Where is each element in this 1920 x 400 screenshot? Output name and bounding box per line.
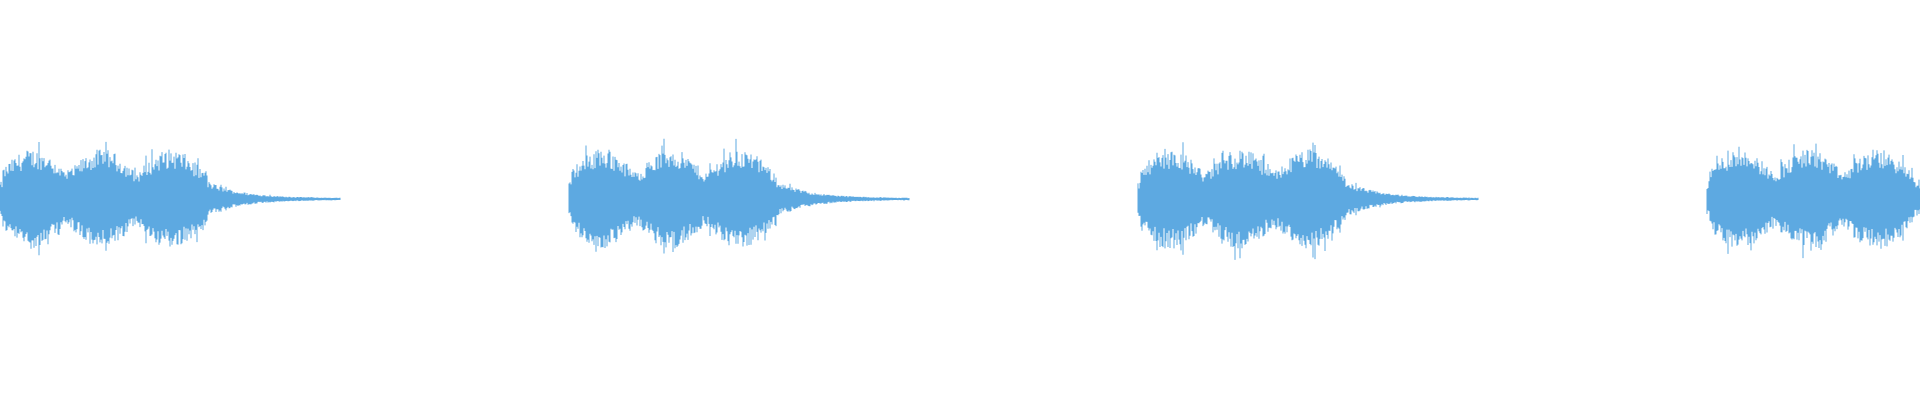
waveform-bursts — [0, 138, 1920, 260]
waveform-burst-path — [568, 138, 910, 254]
waveform-burst — [1706, 143, 1920, 259]
waveform-burst-path — [1137, 142, 1479, 260]
waveform-burst — [1137, 142, 1479, 260]
waveform-burst-path — [1706, 143, 1920, 259]
waveform-burst — [0, 141, 341, 256]
waveform-burst — [568, 138, 910, 254]
